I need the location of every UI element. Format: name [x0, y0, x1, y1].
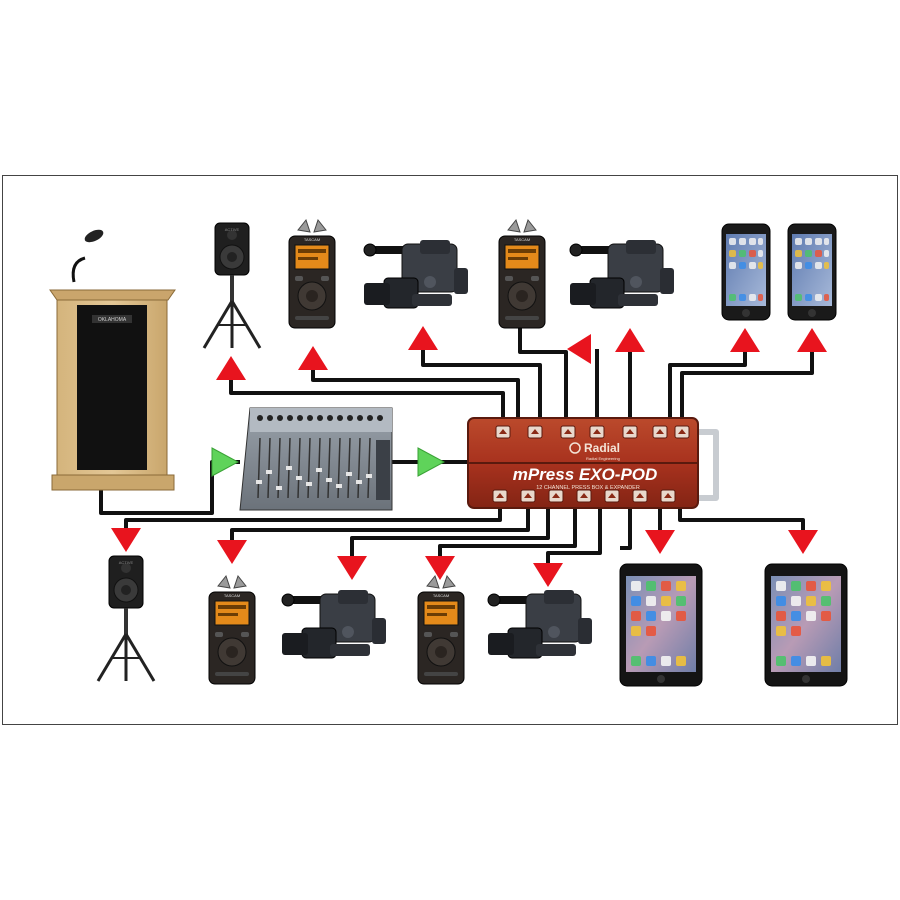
- cable-bottom-tablet-2: [678, 505, 805, 530]
- cable-top-phone-2: [680, 352, 814, 424]
- cable-top-recorder-2: [518, 325, 568, 424]
- cable-bottom-recorder-1: [230, 505, 530, 540]
- smartphone-icon: [787, 223, 837, 321]
- cable-bottom-recorder-2: [438, 505, 577, 556]
- cable-bottom-speaker: [124, 505, 502, 530]
- cable-top-camera-1: [421, 350, 542, 424]
- hub-subtitle: 12 CHANNEL PRESS BOX & EXPANDER: [536, 485, 640, 491]
- bottom-devices: ACTIVE TASCAM TASCAM: [96, 554, 848, 687]
- smartphone-icon: [721, 223, 771, 321]
- output-arrow: [797, 328, 827, 352]
- hub-brand: Radial: [584, 441, 620, 455]
- top-devices: ACTIVE TASCAM TASCAM: [202, 219, 837, 350]
- tablet-icon: [619, 563, 703, 687]
- recorder-brand: TASCAM: [433, 593, 449, 598]
- video-camera-icon: [281, 589, 387, 659]
- mixer-icon: [239, 407, 393, 511]
- output-arrow: [567, 334, 591, 364]
- cable-bottom-camera-1: [350, 505, 550, 556]
- cable-top-speaker: [229, 380, 505, 424]
- output-arrow: [645, 530, 675, 554]
- speaker-brand: ACTIVE: [225, 227, 240, 232]
- hub-model: mPress EXO-POD: [513, 465, 658, 484]
- recorder-brand: TASCAM: [514, 237, 530, 242]
- podium-icon: OKLAHOMA: [49, 229, 176, 491]
- tablet-icon: [764, 563, 848, 687]
- output-arrow: [111, 528, 141, 552]
- cable-top-recorder-1: [311, 368, 520, 424]
- hub-tagline: Radial Engineering: [586, 456, 620, 461]
- output-arrow: [425, 556, 455, 580]
- output-arrow: [615, 328, 645, 352]
- output-arrow: [217, 540, 247, 564]
- output-arrow: [788, 530, 818, 554]
- cable-bottom-camera-2: [546, 505, 602, 563]
- input-arrow: [211, 447, 240, 477]
- audio-recorder-icon: TASCAM: [208, 575, 256, 685]
- podium-badge: OKLAHOMA: [98, 317, 127, 323]
- recorder-brand: TASCAM: [304, 237, 320, 242]
- audio-recorder-icon: TASCAM: [417, 575, 465, 685]
- pa-speaker-icon: ACTIVE: [202, 221, 262, 350]
- audio-recorder-icon: TASCAM: [498, 219, 546, 329]
- output-arrows: [111, 326, 827, 587]
- output-arrow: [730, 328, 760, 352]
- speaker-brand: ACTIVE: [119, 560, 134, 565]
- pa-speaker-icon: ACTIVE: [96, 554, 156, 683]
- press-box-icon: Radial Radial Engineering mPress EXO-POD…: [467, 417, 719, 509]
- output-arrow: [408, 326, 438, 350]
- output-arrow: [337, 556, 367, 580]
- input-arrows: [211, 447, 446, 477]
- video-camera-icon: [363, 239, 469, 309]
- output-arrow: [298, 346, 328, 370]
- output-arrow: [216, 356, 246, 380]
- recorder-brand: TASCAM: [224, 593, 240, 598]
- cable-top-phone-1: [668, 352, 747, 424]
- video-camera-icon: [569, 239, 675, 309]
- audio-recorder-icon: TASCAM: [288, 219, 336, 329]
- output-arrow: [533, 563, 563, 587]
- input-arrow: [417, 447, 446, 477]
- video-camera-icon: [487, 589, 593, 659]
- cable-group: [99, 325, 814, 563]
